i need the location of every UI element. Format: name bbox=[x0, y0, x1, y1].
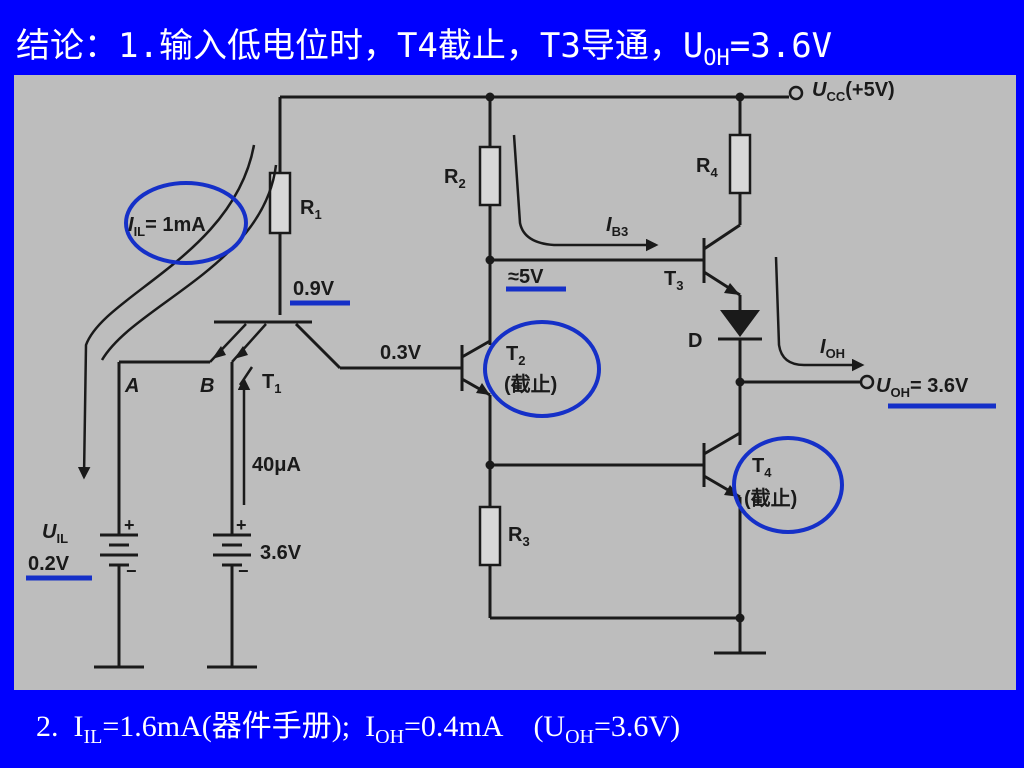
current-40ua-line bbox=[238, 366, 254, 386]
ioh-label: IOH bbox=[820, 336, 845, 361]
title-value: =3.6V bbox=[729, 26, 833, 66]
circuit-schematic: UCC(+5V) R1 0.9V T1 0.3V A B IIL= 1mA 40… bbox=[14, 75, 1016, 690]
vcc-label: UCC(+5V) bbox=[812, 79, 895, 104]
t4-label: T4 bbox=[752, 455, 772, 480]
t4-collector bbox=[703, 431, 741, 456]
vcc-terminal bbox=[788, 85, 804, 101]
circuit-diagram: UCC(+5V) R1 0.9V T1 0.3V A B IIL= 1mA 40… bbox=[26, 79, 996, 669]
iil-highlight-circle bbox=[124, 181, 248, 265]
battery-b-plus: + bbox=[236, 515, 247, 535]
t2-collector bbox=[461, 339, 491, 359]
iil-flow-arrow bbox=[77, 144, 256, 480]
iil-label: IIL= 1mA bbox=[128, 214, 206, 239]
battery-b-minus: − bbox=[238, 561, 249, 581]
t2-label: T2 bbox=[506, 343, 525, 368]
node-b-label: B bbox=[200, 375, 214, 397]
t2-state: (截止) bbox=[504, 372, 557, 396]
t4-emitter-arrow bbox=[724, 485, 740, 497]
slide-footer: 2. IIL=1.6mA(器件手册); IOH=0.4mA (UOH=3.6V) bbox=[36, 701, 680, 749]
r2-label: R2 bbox=[444, 166, 466, 191]
resistor-r4 bbox=[728, 133, 752, 195]
t1-emitter-arrow bbox=[234, 346, 248, 359]
t1-collector bbox=[294, 322, 342, 370]
voltage-label-0.9v: 0.9V bbox=[293, 278, 335, 300]
current-40ua-label: 40μA bbox=[252, 454, 301, 476]
r1-label: R1 bbox=[300, 197, 322, 222]
footer-iil: IIL=1.6mA(器件手册); bbox=[73, 710, 351, 748]
iil-flow-arrow-inner bbox=[100, 164, 278, 361]
uil-value: 0.2V bbox=[28, 553, 70, 575]
t1-label: T1 bbox=[262, 371, 281, 396]
slide-title: 结论：1.输入低电位时，T4截止，T3导通，UOH=3.6V bbox=[16, 18, 832, 71]
t3-collector bbox=[703, 223, 741, 251]
voltage-label-0.3v: 0.3V bbox=[380, 342, 422, 364]
diode-d bbox=[720, 310, 760, 337]
ib3-flow-arrow bbox=[512, 134, 659, 252]
ioh-flow-arrow bbox=[774, 256, 865, 372]
t3-label: T3 bbox=[664, 268, 683, 293]
battery-a-plus: + bbox=[124, 515, 135, 535]
footer-number: 2. bbox=[36, 710, 59, 743]
voltage-label-5v: ≈5V bbox=[508, 266, 544, 288]
title-subscript: OH bbox=[703, 45, 730, 71]
node-a-label: A bbox=[124, 375, 139, 397]
r3-label: R3 bbox=[508, 524, 530, 549]
uoh-label: UOH= 3.6V bbox=[876, 375, 969, 400]
resistor-r3 bbox=[478, 505, 502, 567]
output-terminal bbox=[859, 374, 875, 390]
footer-ioh: IOH=0.4mA bbox=[365, 710, 504, 748]
battery-b-label: 3.6V bbox=[260, 542, 302, 564]
title-text: 结论：1.输入低电位时，T4截止，T3导通，U bbox=[16, 26, 704, 66]
ib3-label: IB3 bbox=[606, 214, 628, 239]
t1-emitter-arrow bbox=[212, 346, 226, 359]
uil-label: UIL bbox=[42, 521, 68, 546]
t3-emitter-arrow bbox=[724, 283, 740, 295]
resistor-r2 bbox=[478, 145, 502, 207]
r4-label: R4 bbox=[696, 155, 718, 180]
t2-emitter-arrow bbox=[476, 383, 490, 395]
t4-highlight-circle bbox=[732, 436, 844, 534]
t4-state: (截止) bbox=[744, 486, 797, 510]
t2-highlight-circle bbox=[483, 320, 601, 418]
footer-uoh: (UOH=3.6V) bbox=[533, 710, 681, 748]
diode-label: D bbox=[688, 330, 702, 352]
battery-a-minus: − bbox=[126, 561, 137, 581]
